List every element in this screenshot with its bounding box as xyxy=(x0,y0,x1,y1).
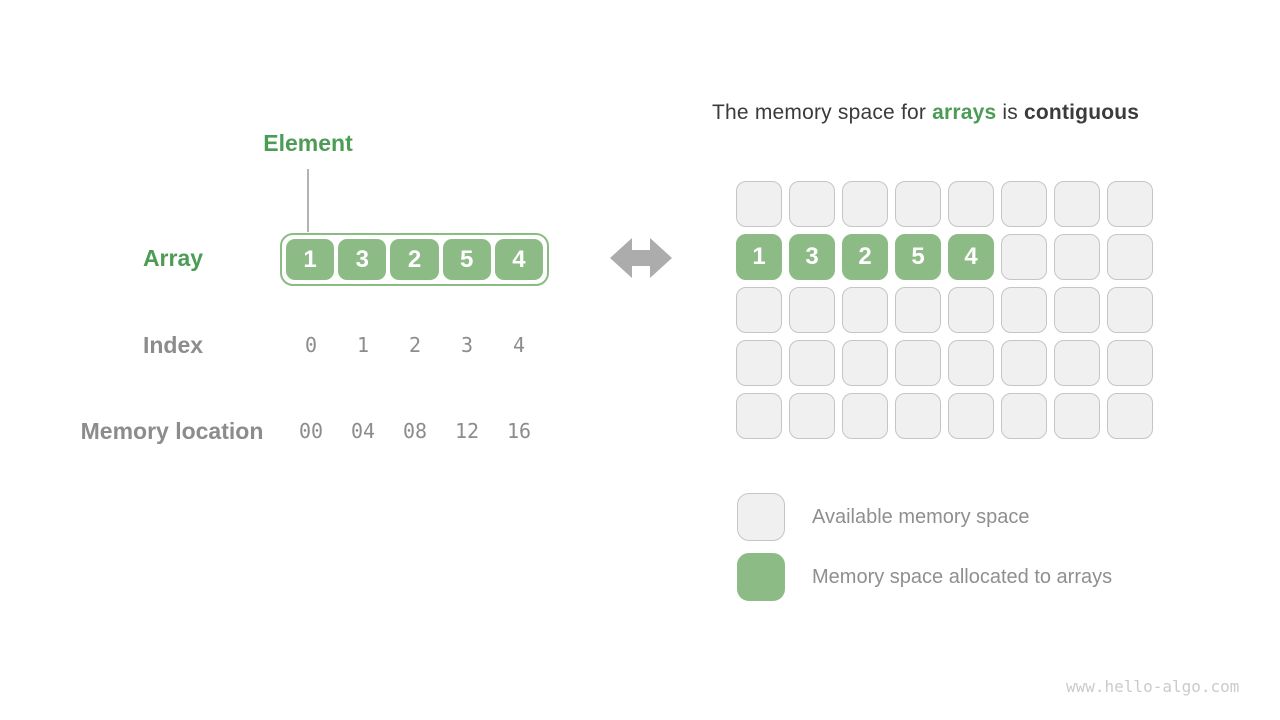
index-row: 0 1 2 3 4 xyxy=(285,332,545,359)
array-element: 1 xyxy=(286,239,335,280)
allocated-memory-cell: 1 xyxy=(736,234,782,280)
memory-cell xyxy=(1107,340,1153,386)
allocated-memory-cell: 3 xyxy=(789,234,835,280)
memory-cell xyxy=(1054,181,1100,227)
memory-cell xyxy=(948,181,994,227)
memory-cell xyxy=(948,393,994,439)
memory-cell xyxy=(736,393,782,439)
memory-cell xyxy=(1107,287,1153,333)
memory-cell xyxy=(1001,393,1047,439)
memory-cell xyxy=(895,393,941,439)
array-element: 3 xyxy=(338,239,387,280)
memory-cell xyxy=(1054,234,1100,280)
legend-row-allocated: Memory space allocated to arrays xyxy=(737,553,1112,601)
memory-location-value: 00 xyxy=(298,419,324,443)
memory-cell xyxy=(895,181,941,227)
array-label: Array xyxy=(142,245,204,271)
title-bold-contiguous: contiguous xyxy=(1024,101,1140,124)
double-arrow-icon xyxy=(610,238,672,278)
allocated-memory-cell: 2 xyxy=(842,234,888,280)
memory-cell xyxy=(1107,234,1153,280)
title-highlight-arrays: arrays xyxy=(932,101,997,124)
memory-cell xyxy=(842,393,888,439)
title-prefix: The memory space for xyxy=(712,101,933,124)
memory-cell xyxy=(1001,287,1047,333)
array-element: 2 xyxy=(390,239,439,280)
memory-cell xyxy=(1107,393,1153,439)
index-value: 0 xyxy=(304,333,318,357)
memory-cell xyxy=(789,340,835,386)
memory-cell xyxy=(1054,287,1100,333)
memory-cell xyxy=(842,181,888,227)
memory-cell xyxy=(1054,393,1100,439)
allocated-memory-cell: 5 xyxy=(895,234,941,280)
memory-location-value: 04 xyxy=(350,419,376,443)
index-value: 2 xyxy=(408,333,422,357)
legend-label: Available memory space xyxy=(812,505,1030,528)
element-label: Element xyxy=(263,130,353,156)
array-element: 4 xyxy=(494,239,544,280)
index-label: Index xyxy=(142,332,204,358)
legend-label: Memory space allocated to arrays xyxy=(812,565,1113,588)
memory-cell xyxy=(789,393,835,439)
memory-location-value: 16 xyxy=(506,419,532,443)
memory-cell xyxy=(789,287,835,333)
memory-cell xyxy=(1001,234,1047,280)
memory-location-value: 08 xyxy=(402,419,428,443)
memory-cell xyxy=(736,181,782,227)
memory-cell xyxy=(1054,340,1100,386)
legend: Available memory space Memory space allo… xyxy=(737,493,1112,601)
memory-cell xyxy=(1107,181,1153,227)
array-element: 5 xyxy=(442,239,491,280)
index-value: 4 xyxy=(512,333,526,357)
available-memory-swatch xyxy=(737,493,785,541)
memory-cell xyxy=(948,287,994,333)
memory-location-value: 12 xyxy=(454,419,480,443)
title-middle: is xyxy=(996,101,1025,124)
element-connector-line xyxy=(307,169,309,232)
memory-cell xyxy=(789,181,835,227)
diagram-title: The memory space for arrays is contiguou… xyxy=(712,101,1139,125)
memory-cell xyxy=(842,340,888,386)
index-value: 1 xyxy=(356,333,370,357)
memory-cell xyxy=(948,340,994,386)
memory-cell xyxy=(1001,340,1047,386)
memory-cell xyxy=(895,287,941,333)
allocated-memory-cell: 4 xyxy=(948,234,994,280)
index-value: 3 xyxy=(460,333,474,357)
memory-cell xyxy=(842,287,888,333)
allocated-memory-swatch xyxy=(737,553,785,601)
watermark: www.hello-algo.com xyxy=(1066,677,1240,696)
memory-location-label: Memory location xyxy=(80,418,264,444)
memory-location-row: 00 04 08 12 16 xyxy=(285,418,545,445)
memory-cell xyxy=(736,287,782,333)
memory-cell xyxy=(736,340,782,386)
memory-cell xyxy=(895,340,941,386)
memory-cell xyxy=(1001,181,1047,227)
legend-row-available: Available memory space xyxy=(737,493,1112,541)
